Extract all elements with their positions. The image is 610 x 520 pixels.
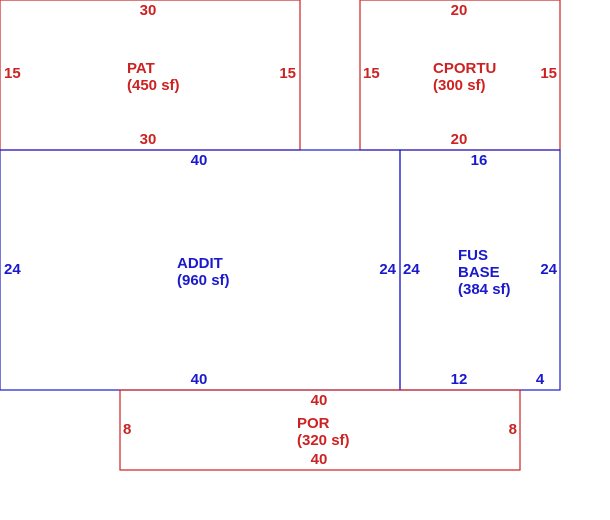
area-por-outline	[119, 389, 521, 471]
dim-cportu-left: 15	[363, 65, 380, 82]
area-cportu-name: CPORTU	[433, 60, 496, 77]
dim-fus-base-right: 24	[540, 261, 557, 278]
area-por-name: POR	[297, 415, 330, 432]
dim-cportu-top: 20	[451, 2, 468, 19]
area-fus-base-name-2: BASE	[458, 264, 500, 281]
dim-addit-left: 24	[4, 261, 21, 278]
area-fus-base: 16 12 4 24 24 FUS BASE (384 sf)	[399, 149, 561, 391]
area-addit-size: (960 sf)	[177, 272, 230, 289]
dim-fus-base-top: 16	[471, 152, 488, 169]
area-pat-size: (450 sf)	[127, 77, 180, 94]
dim-por-left: 8	[123, 421, 131, 438]
dim-addit-top: 40	[191, 152, 208, 169]
dim-cportu-right: 15	[540, 65, 557, 82]
area-pat-name: PAT	[127, 60, 155, 77]
dim-pat-bottom: 30	[140, 131, 157, 148]
area-fus-base-size: (384 sf)	[458, 281, 511, 298]
area-por-size: (320 sf)	[297, 432, 350, 449]
dim-fus-base-bottom: 12	[451, 371, 468, 388]
dim-fus-base-bottom-right: 4	[536, 371, 545, 388]
area-fus-base-name-1: FUS	[458, 247, 488, 264]
dim-addit-bottom: 40	[191, 371, 208, 388]
dim-pat-right: 15	[279, 65, 296, 82]
area-cportu: 20 20 15 15 CPORTU (300 sf)	[359, 0, 561, 151]
area-addit-name: ADDIT	[177, 255, 223, 272]
dim-pat-top: 30	[140, 2, 157, 19]
dim-por-top: 40	[311, 392, 328, 409]
area-cportu-size: (300 sf)	[433, 77, 486, 94]
dim-cportu-bottom: 20	[451, 131, 468, 148]
dim-pat-left: 15	[4, 65, 21, 82]
dim-por-bottom: 40	[311, 451, 328, 468]
area-addit: 40 40 24 24 ADDIT (960 sf)	[0, 149, 401, 391]
area-pat: 30 30 15 15 PAT (450 sf)	[0, 0, 301, 151]
dim-por-right: 8	[509, 421, 517, 438]
area-por: 40 40 8 8 POR (320 sf)	[119, 389, 521, 471]
dim-addit-right: 24	[379, 261, 396, 278]
dim-fus-base-left: 24	[403, 261, 420, 278]
